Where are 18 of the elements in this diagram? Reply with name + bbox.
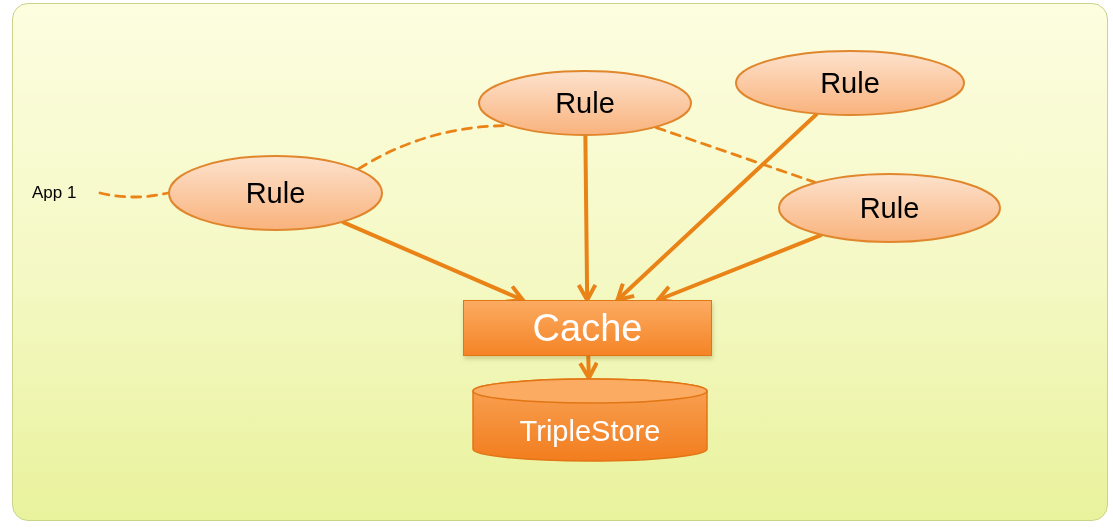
dashed-connector xyxy=(98,191,170,199)
rule-label: Rule xyxy=(245,176,306,210)
cache-label: Cache xyxy=(532,306,643,350)
rule-label: Rule xyxy=(555,86,615,120)
rule-label: Rule xyxy=(859,191,920,225)
arrow xyxy=(578,354,599,380)
rule-ellipse xyxy=(478,70,692,136)
arrow xyxy=(615,112,819,302)
rule-ellipse xyxy=(778,173,1001,243)
database-cylinder xyxy=(472,378,708,462)
rule-label: Rule xyxy=(820,66,880,100)
dashed-connector xyxy=(654,126,816,184)
database-label: TripleStore xyxy=(519,414,661,448)
app-label: App 1 xyxy=(32,180,100,206)
arrow xyxy=(576,134,598,302)
cache-box xyxy=(463,300,712,356)
rule-ellipse xyxy=(168,155,383,231)
rule-ellipse xyxy=(735,50,965,116)
